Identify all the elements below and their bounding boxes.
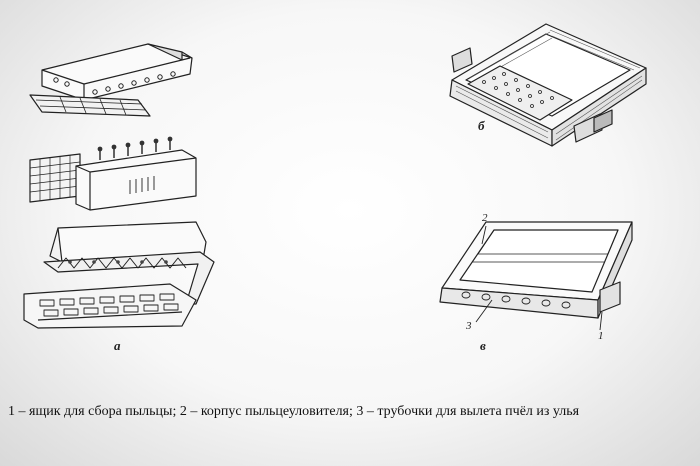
figure-label-b: б bbox=[478, 118, 485, 133]
callout-3: 3 bbox=[466, 320, 472, 332]
callout-1: 1 bbox=[598, 330, 604, 342]
figure-label-a: а bbox=[114, 338, 121, 353]
trap-a-open bbox=[23, 221, 215, 329]
trap-a-tubes bbox=[29, 136, 197, 211]
figure-caption: 1 – ящик для сбора пыльцы; 2 – корпус пы… bbox=[8, 404, 580, 419]
figure-label-v: в bbox=[480, 338, 486, 353]
diagram-canvas bbox=[23, 23, 647, 331]
trap-v-body bbox=[439, 221, 633, 331]
callout-2: 2 bbox=[482, 212, 488, 224]
trap-b-frame bbox=[449, 23, 647, 147]
trap-a-closed bbox=[29, 43, 193, 117]
